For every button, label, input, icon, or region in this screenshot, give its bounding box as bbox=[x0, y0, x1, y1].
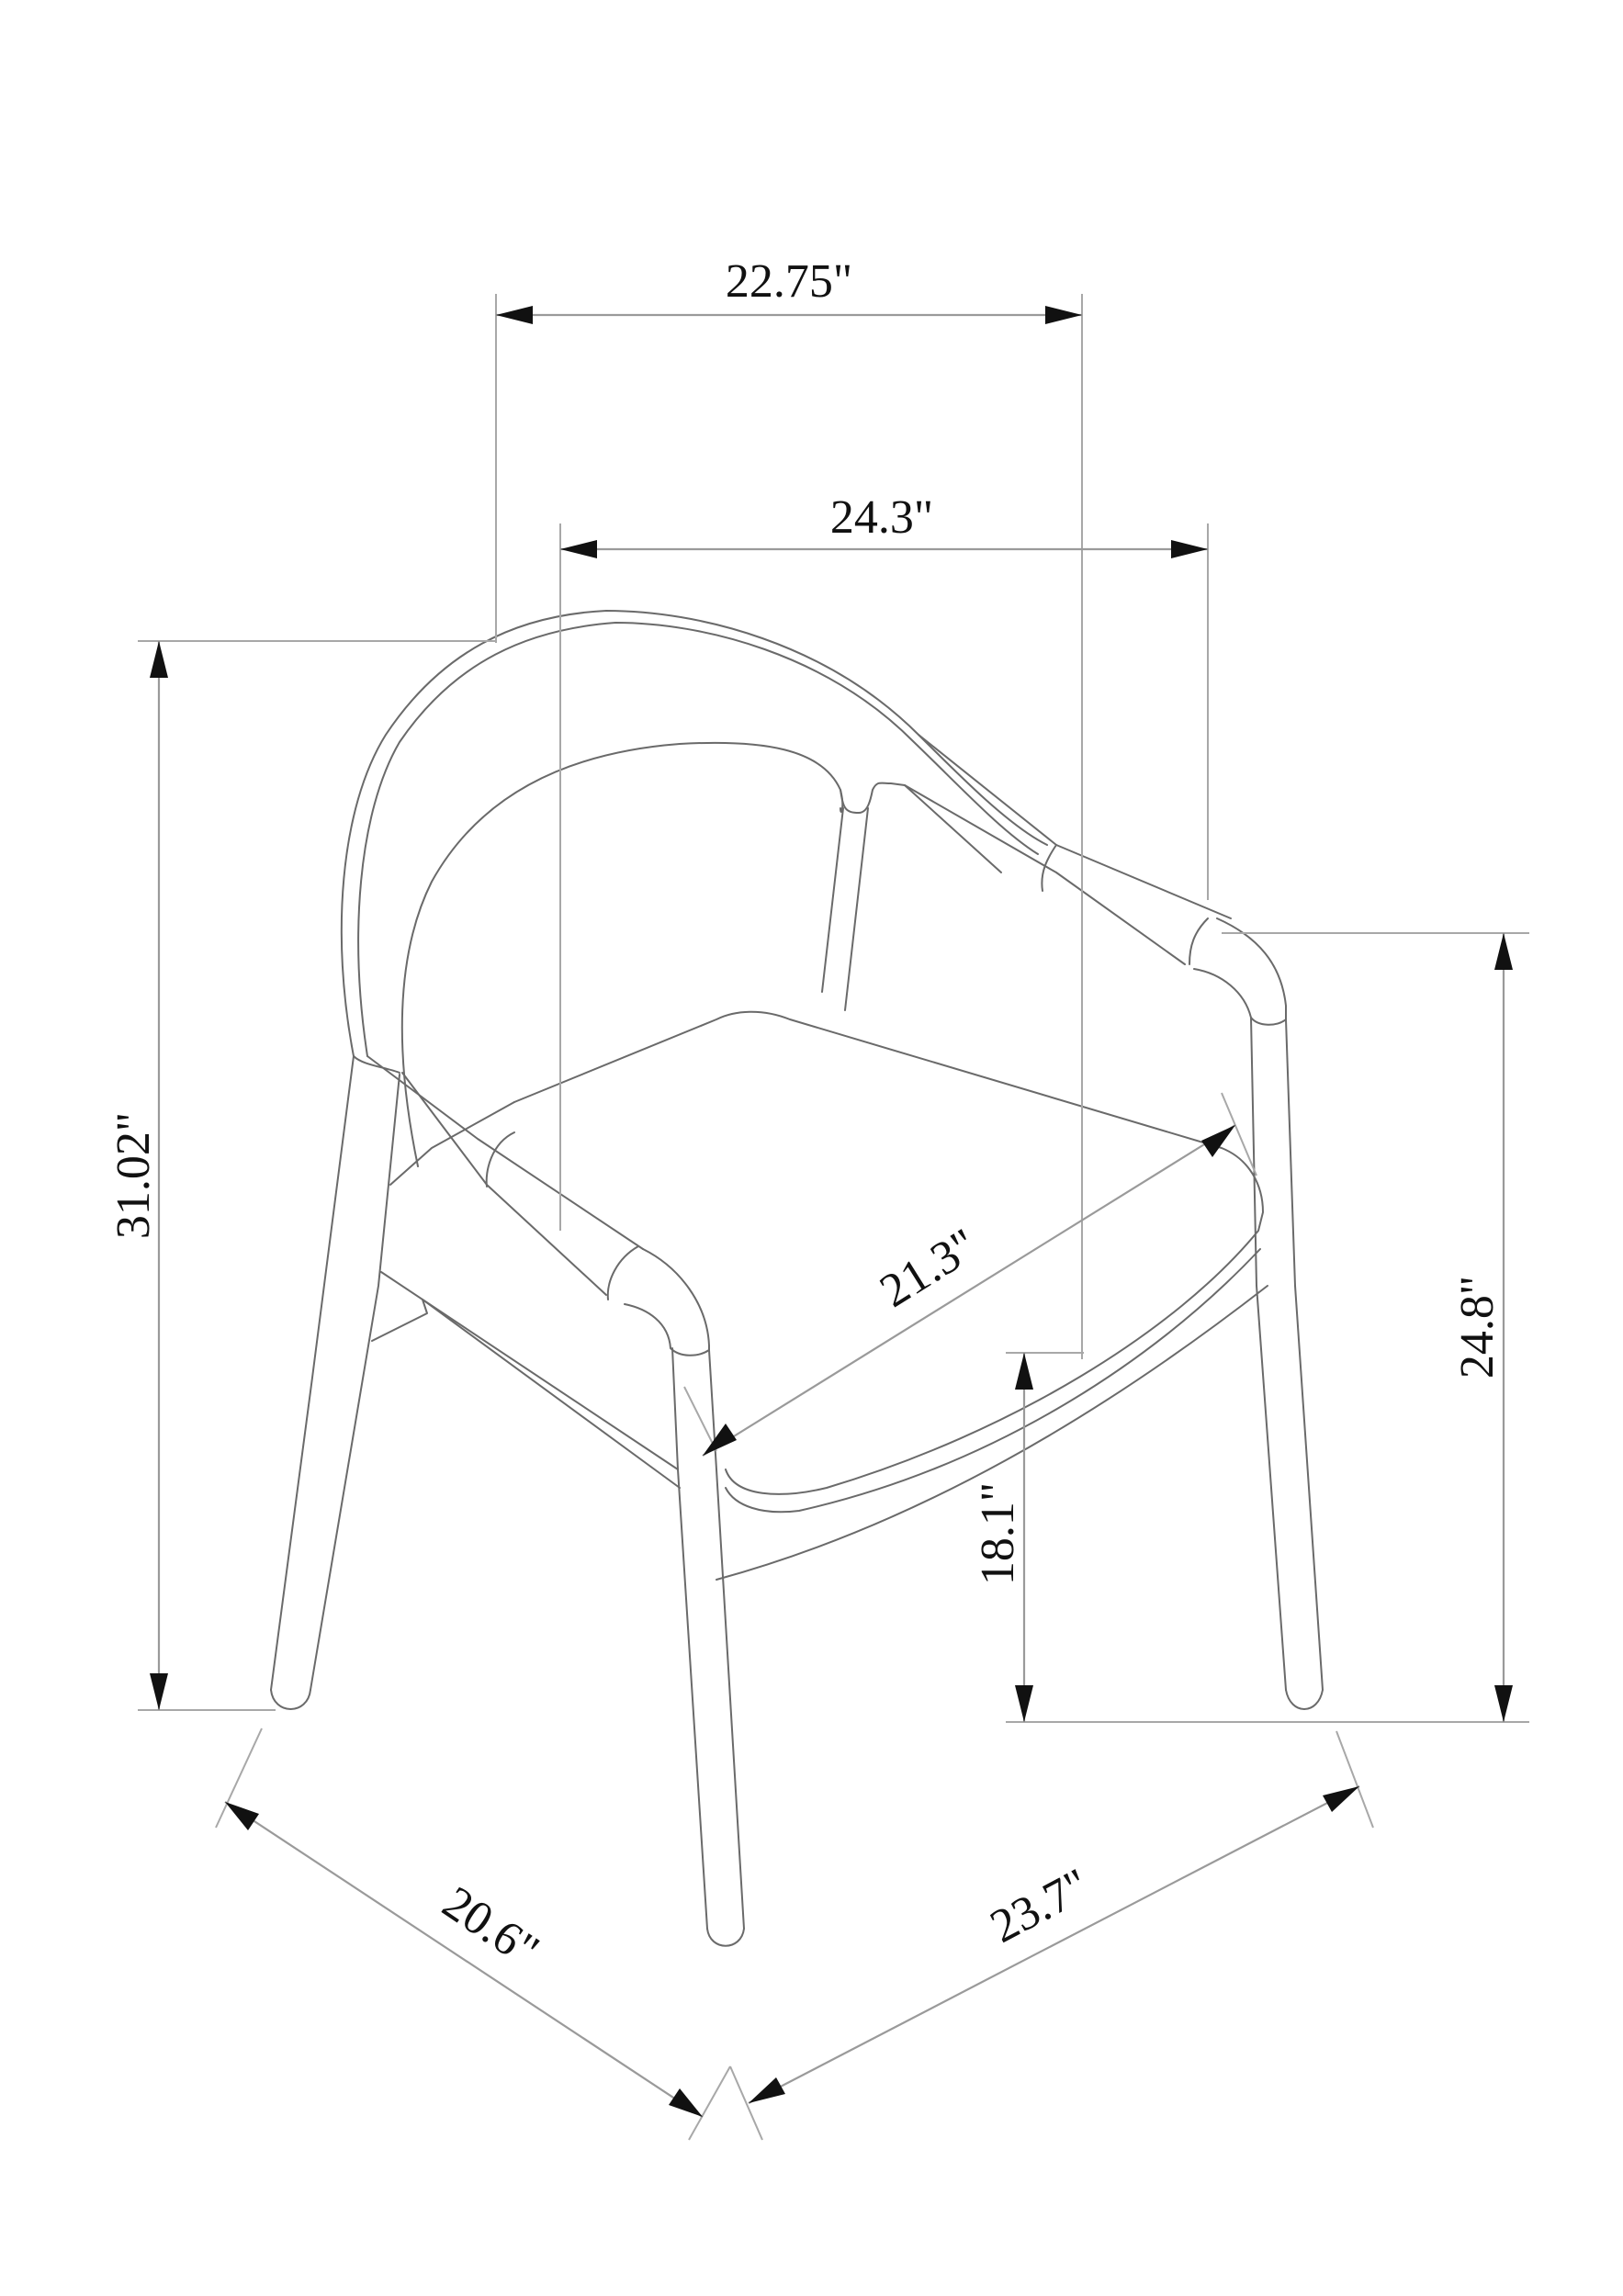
dimension-label-seat-width: 21.3" bbox=[872, 1219, 986, 1318]
dimension-label-seat-height: 18.1" bbox=[972, 1482, 1024, 1585]
side-stretcher-brace bbox=[371, 1299, 428, 1342]
dimension-label-arm-width: 24.3" bbox=[830, 491, 933, 544]
backrest-center-post bbox=[840, 782, 1002, 873]
dimension-base-depth: 20.6" bbox=[215, 1728, 731, 2141]
backrest-inner-panel bbox=[400, 741, 844, 1167]
backrest-outer-edge bbox=[340, 610, 1048, 1057]
right-front-leg-foot bbox=[1285, 1689, 1324, 1710]
seat-cushion-top bbox=[513, 1010, 1264, 1495]
left-arm-elbow bbox=[624, 1248, 710, 1356]
back-stretcher bbox=[389, 1101, 515, 1186]
right-arm-pad-upper bbox=[1041, 844, 1057, 892]
dimension-arm-width: 24.3" bbox=[559, 491, 1209, 1231]
dimension-arm-height: 24.8" bbox=[1222, 932, 1529, 1723]
left-arm-pad-upper bbox=[485, 1131, 515, 1187]
left-back-leg-foot bbox=[270, 1689, 311, 1710]
dimension-base-width: 23.7" bbox=[729, 1730, 1374, 2141]
front-stretcher bbox=[716, 1285, 1268, 1581]
front-leg-foot bbox=[706, 1928, 745, 1947]
dimension-label-overall-height: 31.02" bbox=[107, 1112, 160, 1239]
left-arm-rail-top bbox=[366, 1055, 644, 1250]
dimension-seat-height: 18.1" bbox=[972, 1352, 1323, 1723]
right-front-leg-left bbox=[1250, 1017, 1287, 1691]
dimension-seat-width: 21.3" bbox=[683, 1092, 1257, 1457]
left-back-leg-outer bbox=[270, 1055, 355, 1691]
left-back-leg-cap bbox=[353, 1055, 400, 1074]
dimension-label-base-depth: 20.6" bbox=[434, 1876, 548, 1977]
dimension-overall-height: 31.02" bbox=[107, 640, 496, 1711]
dimension-label-overall-width: 22.75" bbox=[726, 255, 852, 308]
front-leg-right-edge bbox=[708, 1349, 745, 1930]
dimension-overall-width: 22.75" bbox=[495, 255, 1083, 1359]
front-leg-left-edge bbox=[671, 1347, 708, 1930]
dimension-label-arm-height: 24.8" bbox=[1451, 1276, 1504, 1379]
seat-cushion-front-edge bbox=[725, 1248, 1261, 1514]
chair-drawing bbox=[270, 610, 1324, 1947]
right-front-leg-right bbox=[1285, 1019, 1324, 1691]
side-stretcher-lower bbox=[422, 1299, 681, 1489]
right-arm-elbow bbox=[1193, 917, 1287, 1026]
right-arm-rail-bottom bbox=[904, 784, 1186, 965]
right-arm-pad-lower bbox=[1189, 917, 1209, 965]
right-arm-rail-top bbox=[918, 734, 1232, 919]
center-post-right bbox=[844, 807, 869, 1011]
dimension-label-base-width: 23.7" bbox=[982, 1859, 1098, 1953]
center-post-left bbox=[821, 807, 844, 993]
backrest-outer-edge-inner bbox=[357, 622, 1039, 1057]
left-arm-pad-lower bbox=[606, 1245, 639, 1300]
left-back-leg-inner bbox=[310, 1074, 400, 1691]
